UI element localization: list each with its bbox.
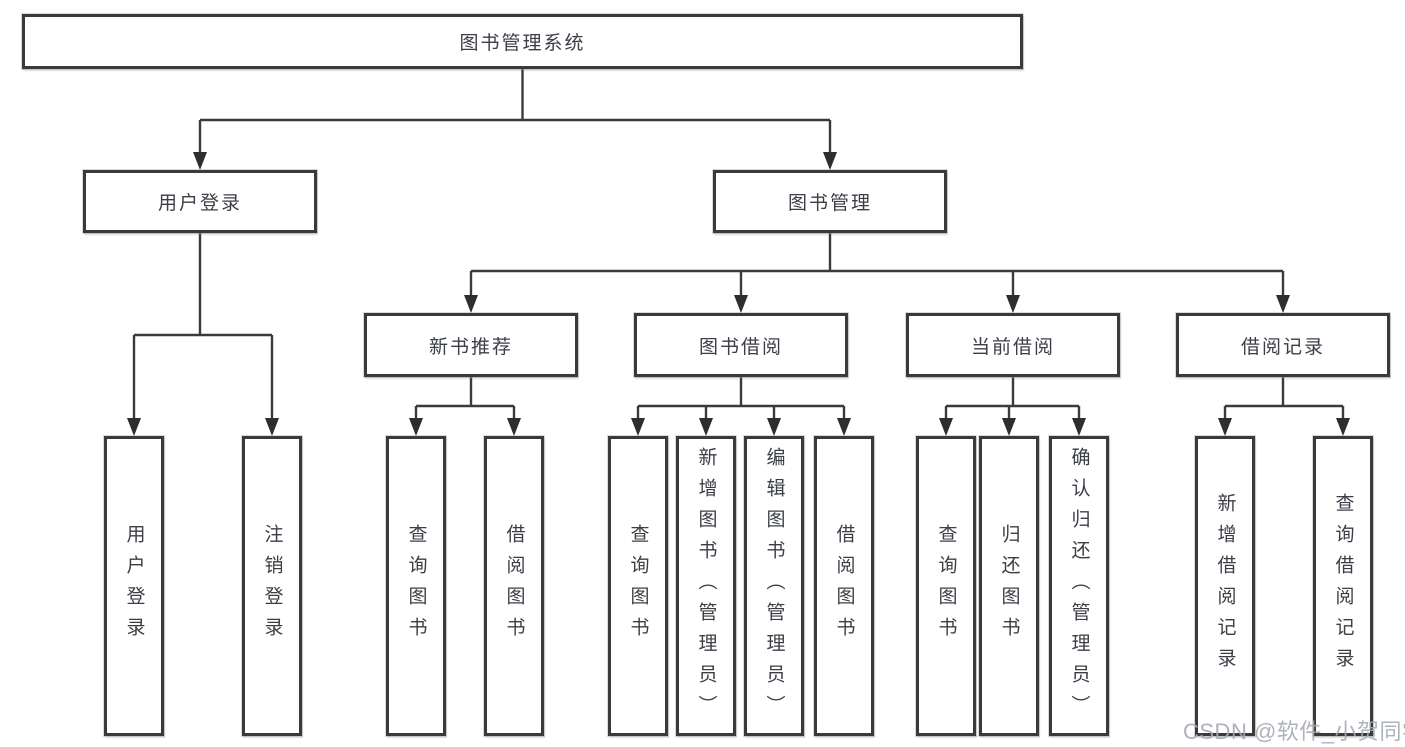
leaf-add-book-admin: 新增图书（管理员） <box>676 436 736 736</box>
leaf-label: 查询图书 <box>935 524 957 648</box>
leaf-label: 确认归还（管理员） <box>1068 446 1090 726</box>
node-library-management-system: 图书管理系统 <box>22 14 1023 69</box>
leaf-borrow-book: 借阅图书 <box>814 436 874 736</box>
node-user-login: 用户登录 <box>83 170 317 233</box>
leaf-query-book-borrow: 查询图书 <box>608 436 668 736</box>
leaf-label: 查询借阅记录 <box>1332 493 1354 679</box>
leaf-label: 注销登录 <box>261 524 283 648</box>
leaf-query-book-recommend: 查询图书 <box>386 436 446 736</box>
leaf-query-borrow-record: 查询借阅记录 <box>1313 436 1373 736</box>
node-current-borrow: 当前借阅 <box>906 313 1120 377</box>
leaf-add-borrow-record: 新增借阅记录 <box>1195 436 1255 736</box>
node-borrow-records: 借阅记录 <box>1176 313 1390 377</box>
leaf-label: 归还图书 <box>998 524 1020 648</box>
leaf-user-login: 用户登录 <box>104 436 164 736</box>
leaf-edit-book-admin: 编辑图书（管理员） <box>744 436 804 736</box>
node-book-borrow: 图书借阅 <box>634 313 848 377</box>
leaf-label: 编辑图书（管理员） <box>763 446 785 726</box>
leaf-label: 借阅图书 <box>503 524 525 648</box>
leaf-label: 查询图书 <box>627 524 649 648</box>
leaf-label: 新增借阅记录 <box>1214 493 1236 679</box>
leaf-label: 查询图书 <box>405 524 427 648</box>
leaf-label: 借阅图书 <box>833 524 855 648</box>
leaf-label: 新增图书（管理员） <box>695 446 717 726</box>
csdn-watermark: CSDN @软件_小贺同学 <box>1183 719 1405 744</box>
leaf-label: 用户登录 <box>123 524 145 648</box>
node-book-management: 图书管理 <box>713 170 947 233</box>
node-new-book-recommend: 新书推荐 <box>364 313 578 377</box>
leaf-confirm-return-admin: 确认归还（管理员） <box>1049 436 1109 736</box>
leaf-borrow-book-recommend: 借阅图书 <box>484 436 544 736</box>
leaf-return-book: 归还图书 <box>979 436 1039 736</box>
leaf-logout-login: 注销登录 <box>242 436 302 736</box>
leaf-query-book-current: 查询图书 <box>916 436 976 736</box>
